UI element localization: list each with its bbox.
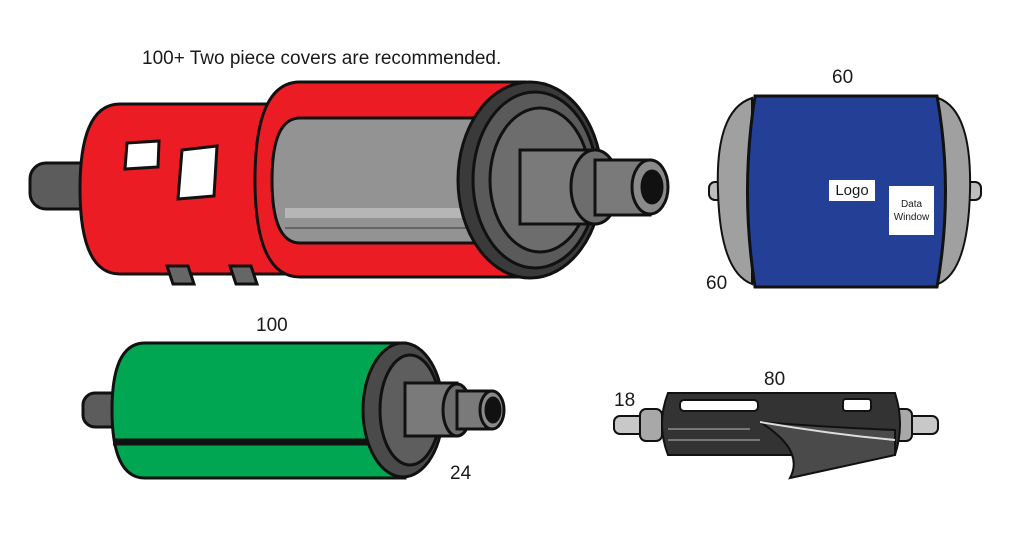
red-roller-core bbox=[270, 116, 482, 245]
blue-roller-right-cap bbox=[937, 96, 972, 286]
data-window-label-line2: Window bbox=[893, 211, 930, 223]
black-cover-window-2 bbox=[842, 398, 872, 412]
logo-label: Logo bbox=[835, 182, 869, 199]
blue-roller-left-cap bbox=[716, 96, 753, 286]
black-roller-top-number: 80 bbox=[764, 369, 786, 390]
data-window-label-line1: Data bbox=[900, 198, 923, 210]
green-roller bbox=[81, 341, 506, 480]
green-roller-top-number: 100 bbox=[256, 315, 288, 336]
black-roller-left-number: 18 bbox=[614, 390, 636, 411]
green-roller-bottom-number: 24 bbox=[450, 463, 472, 484]
black-roller bbox=[613, 392, 939, 480]
diagram-heading: 100+ Two piece covers are recommended. bbox=[142, 48, 502, 69]
red-cover-tab-2 bbox=[227, 264, 260, 286]
red-roller bbox=[28, 80, 670, 286]
red-cover-tab-1 bbox=[164, 264, 197, 286]
blue-roller-top-number: 60 bbox=[832, 67, 854, 88]
green-cover bbox=[110, 341, 407, 480]
black-cover-window-1 bbox=[679, 399, 759, 412]
red-cover-window-1 bbox=[123, 139, 161, 171]
blue-roller-bottom-number: 60 bbox=[706, 273, 728, 294]
logo-label-box: Logo bbox=[829, 180, 875, 201]
red-cover-window-2 bbox=[176, 144, 219, 201]
data-window-box: Data Window bbox=[889, 186, 934, 235]
